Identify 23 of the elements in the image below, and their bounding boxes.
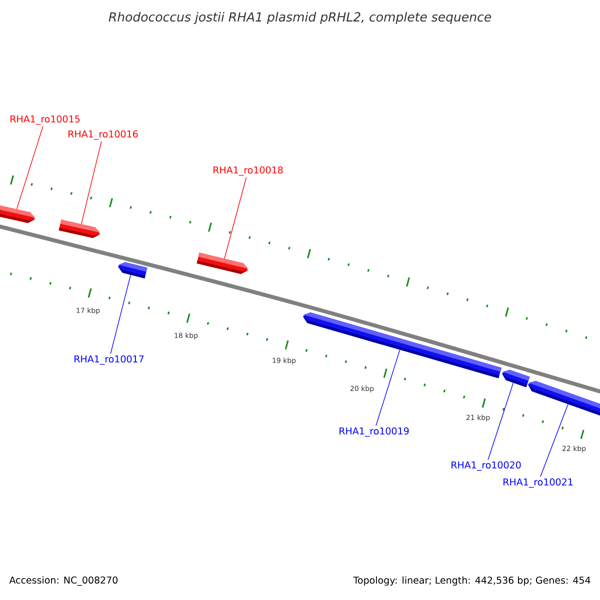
gene-label: RHA1_ro10018 — [214, 166, 283, 176]
leader-line — [224, 177, 247, 259]
gene-label: RHA1_ro10021 — [504, 478, 573, 488]
title: Rhodococcus jostii RHA1 plasmid pRHL2, complete sequence — [108, 12, 492, 24]
leader-line — [81, 141, 102, 224]
gene-bar — [118, 262, 148, 278]
gene-bar — [58, 220, 100, 238]
gene-label: RHA1_ro10017 — [74, 355, 144, 365]
leader-line — [16, 126, 44, 210]
leader-line — [110, 274, 131, 354]
gene-label: RHA1_ro10015 — [10, 115, 80, 125]
gene-bar — [302, 312, 502, 378]
summary-text: Topology: linear; Length: 442,536 bp; Genes: 454 — [353, 576, 590, 586]
gene-bar — [502, 370, 530, 388]
gene-bar — [196, 252, 248, 274]
gene-label: RHA1_ro10019 — [340, 427, 409, 437]
gene-bar — [0, 204, 36, 224]
gene-label: RHA1_ro10020 — [452, 461, 521, 471]
gene-label: RHA1_ro10016 — [68, 130, 138, 140]
leader-line — [376, 350, 400, 426]
leader-line — [488, 382, 514, 460]
leader-line — [540, 404, 568, 478]
accession-text: Accession: NC_008270 — [9, 576, 118, 586]
